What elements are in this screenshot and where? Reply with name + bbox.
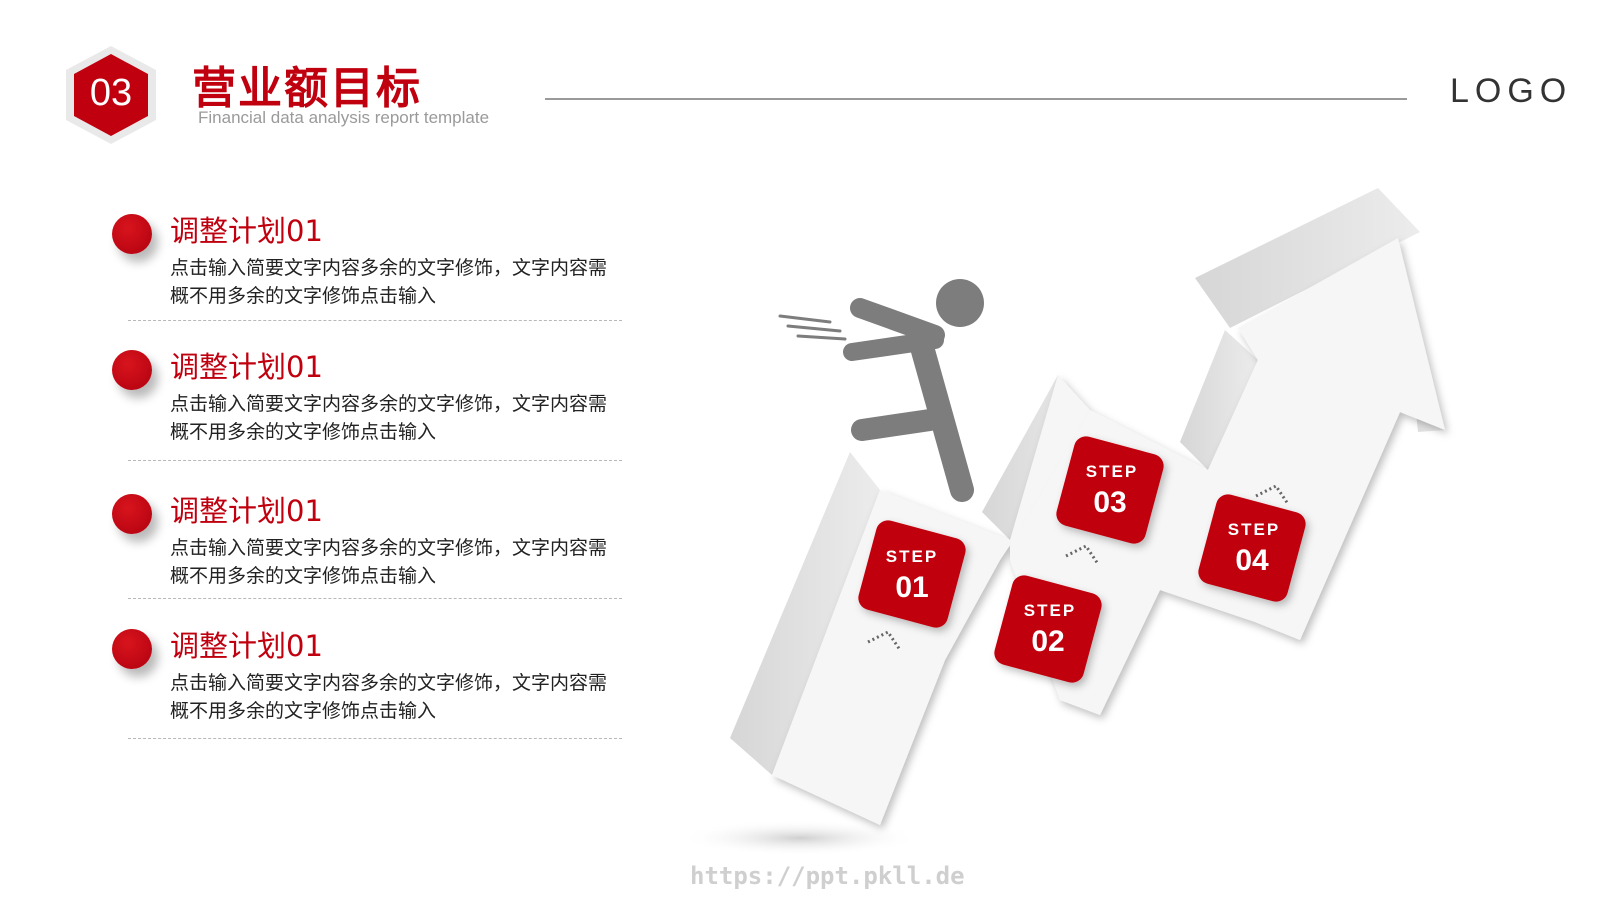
header-divider — [545, 98, 1407, 100]
section-number-badge: 03 — [62, 42, 160, 148]
section-number: 03 — [89, 72, 133, 114]
page-subtitle: Financial data analysis report template — [198, 108, 490, 127]
bullet-dot-icon — [112, 629, 152, 669]
bullet-dot-icon — [112, 350, 152, 390]
item-title: 调整计划01 — [170, 629, 323, 663]
item-divider — [128, 598, 622, 599]
step-number: 02 — [1031, 625, 1064, 658]
list-item: 调整计划01 点击输入简要文字内容多余的文字修饰，文字内容需概不用多余的文字修饰… — [108, 623, 628, 753]
item-title: 调整计划01 — [170, 350, 323, 384]
page-title: 营业额目标 — [192, 63, 422, 114]
chevron-up-icon — [1065, 544, 1100, 565]
step-number: 01 — [895, 571, 928, 604]
ground-shadow — [680, 820, 920, 856]
item-title: 调整计划01 — [170, 214, 323, 248]
item-divider — [128, 460, 622, 461]
step-label: STEP — [1228, 520, 1280, 539]
item-divider — [128, 738, 622, 739]
item-description: 点击输入简要文字内容多余的文字修饰，文字内容需概不用多余的文字修饰点击输入 — [170, 537, 608, 587]
bullet-dot-icon — [112, 494, 152, 534]
item-description: 点击输入简要文字内容多余的文字修饰，文字内容需概不用多余的文字修饰点击输入 — [170, 393, 608, 443]
step-label: STEP — [1024, 601, 1076, 620]
list-item: 调整计划01 点击输入简要文字内容多余的文字修饰，文字内容需概不用多余的文字修饰… — [108, 344, 628, 474]
step-tile: STEP 01 — [858, 520, 966, 628]
chevron-up-icon — [1255, 484, 1290, 505]
item-divider — [128, 320, 622, 321]
hexagon-icon — [66, 46, 156, 144]
bullet-dot-icon — [112, 214, 152, 254]
item-title: 调整计划01 — [170, 494, 323, 528]
running-man-icon — [778, 279, 984, 502]
logo: LOGO — [1450, 72, 1573, 110]
chevron-up-icon — [867, 630, 902, 651]
item-description: 点击输入简要文字内容多余的文字修饰，文字内容需概不用多余的文字修饰点击输入 — [170, 257, 608, 307]
step-label: STEP — [886, 547, 938, 566]
step-number: 03 — [1093, 486, 1126, 519]
list-item: 调整计划01 点击输入简要文字内容多余的文字修饰，文字内容需概不用多余的文字修饰… — [108, 488, 628, 618]
step-tile: STEP 02 — [994, 575, 1102, 683]
item-description: 点击输入简要文字内容多余的文字修饰，文字内容需概不用多余的文字修饰点击输入 — [170, 672, 608, 722]
step-tile: STEP 03 — [1056, 436, 1164, 544]
list-item: 调整计划01 点击输入简要文字内容多余的文字修饰，文字内容需概不用多余的文字修饰… — [108, 208, 628, 338]
step-tile: STEP 04 — [1198, 494, 1306, 602]
step-number: 04 — [1235, 544, 1269, 577]
watermark: https://ppt.pkll.de — [690, 862, 965, 890]
step-label: STEP — [1086, 462, 1138, 481]
